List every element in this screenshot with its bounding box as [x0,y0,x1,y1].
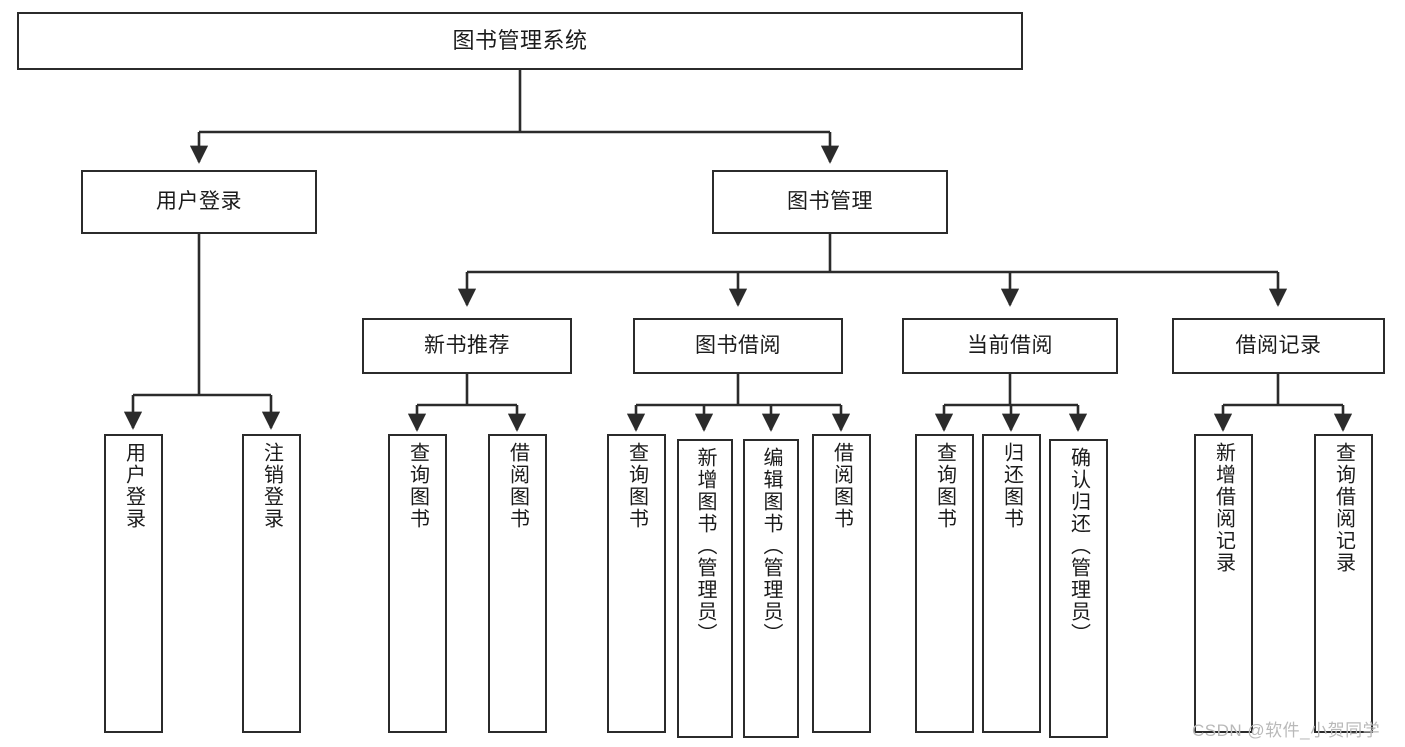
node-book-borrow[interactable]: 图书借阅 [633,318,843,374]
node-label: 借阅记录 [1235,333,1322,357]
csdn-watermark: CSDN @软件_小贺同学 [1192,721,1381,740]
leaf-borrow-add-book-admin[interactable]: 新增图书（管理员） [677,439,733,738]
node-book-management[interactable]: 图书管理 [712,170,948,234]
node-user-login[interactable]: 用户登录 [81,170,317,234]
node-label: 用户登录 [122,442,145,530]
leaf-borrow-borrow-book[interactable]: 借阅图书 [812,434,871,733]
leaf-borrow-edit-book-admin[interactable]: 编辑图书（管理员） [743,439,799,738]
node-label: 借阅图书 [830,442,853,530]
leaf-user-login-signin[interactable]: 用户登录 [104,434,163,733]
node-label: 当前借阅 [967,333,1053,357]
leaf-current-return-book[interactable]: 归还图书 [982,434,1041,733]
node-label: 查询借阅记录 [1332,442,1355,574]
node-label: 新书推荐 [424,333,510,357]
leaf-current-confirm-return-admin[interactable]: 确认归还（管理员） [1049,439,1108,738]
node-borrow-record[interactable]: 借阅记录 [1172,318,1385,374]
leaf-user-login-signout[interactable]: 注销登录 [242,434,301,733]
leaf-current-query-book[interactable]: 查询图书 [915,434,974,733]
node-label: 图书管理系统 [452,28,588,54]
node-label: 查询图书 [406,442,429,530]
node-new-book-recommend[interactable]: 新书推荐 [362,318,572,374]
leaf-recommend-query-book[interactable]: 查询图书 [388,434,447,733]
node-label: 编辑图书（管理员） [760,447,782,645]
node-label: 查询图书 [625,442,648,530]
node-current-borrow[interactable]: 当前借阅 [902,318,1118,374]
node-label: 新增借阅记录 [1212,442,1235,574]
node-label: 图书管理 [787,189,873,213]
node-label: 图书借阅 [695,333,781,357]
node-label: 注销登录 [260,442,283,530]
leaf-recommend-borrow-book[interactable]: 借阅图书 [488,434,547,733]
node-label: 借阅图书 [506,442,529,530]
node-label: 确认归还（管理员） [1067,447,1090,645]
node-label: 新增图书（管理员） [694,447,716,645]
leaf-borrow-query-book[interactable]: 查询图书 [607,434,666,733]
node-root-system[interactable]: 图书管理系统 [17,12,1023,70]
node-label: 归还图书 [1000,442,1023,530]
leaf-record-add-record[interactable]: 新增借阅记录 [1194,434,1253,733]
node-label: 用户登录 [156,189,242,213]
node-label: 查询图书 [933,442,956,530]
leaf-record-query-record[interactable]: 查询借阅记录 [1314,434,1373,733]
